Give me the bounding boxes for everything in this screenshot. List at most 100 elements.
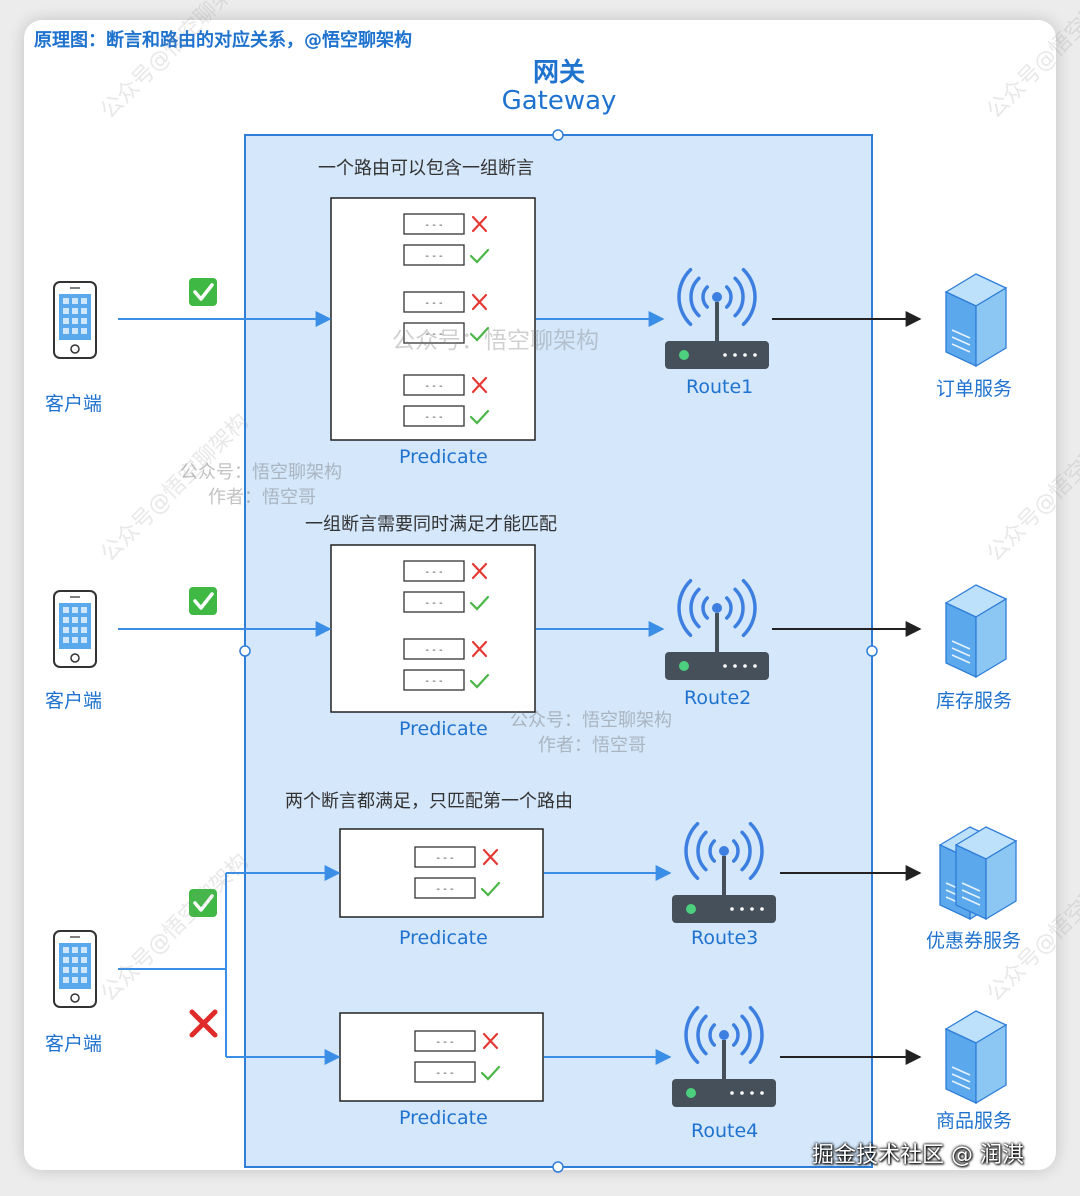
predicate2-label: Predicate: [399, 718, 488, 740]
smartphone-icon: [53, 930, 97, 1008]
green-check-badge-icon: [189, 889, 217, 917]
predicate3-label: Predicate: [399, 927, 488, 949]
cross-icon: [482, 848, 499, 866]
predicate-row-field: [403, 374, 465, 396]
server-icon: [938, 826, 1018, 921]
predicate-row: - - -: [403, 374, 488, 396]
predicate-row: - - -: [403, 244, 490, 266]
predicate-row: - - -: [403, 405, 490, 427]
connectors: [118, 311, 922, 1065]
predicate-row-placeholder: - - -: [436, 1037, 454, 1048]
route3-label: Route3: [691, 927, 759, 949]
check-icon: [480, 881, 501, 897]
predicate-row: - - -: [403, 669, 490, 691]
gateway-handle-bottom: [552, 1161, 564, 1173]
predicate-row-placeholder: - - -: [425, 329, 443, 340]
predicate-row-field: [403, 405, 465, 427]
router-icon: [665, 578, 769, 680]
check-icon: [469, 409, 490, 425]
service4-label: 商品服务: [936, 1110, 1013, 1132]
green-check-badge-icon: [189, 587, 217, 615]
gateway-handle-left: [239, 645, 251, 657]
watermark-block2-line1: 公众号：悟空聊架构: [510, 710, 672, 731]
predicate-row-field: [414, 877, 476, 899]
footer-watermark: 掘金技术社区 @ 润淇: [812, 1143, 1024, 1168]
cross-icon: [471, 215, 488, 233]
gateway-title-cn: 网关: [532, 58, 585, 88]
predicate-box-1: - - - - - - - - - - - - - - - - - -: [330, 197, 536, 441]
watermark-block1-line1: 公众号：悟空聊架构: [180, 462, 342, 483]
predicate-row: - - -: [414, 877, 501, 899]
predicate-row-placeholder: - - -: [436, 853, 454, 864]
predicate-row-placeholder: - - -: [425, 567, 443, 578]
gateway-handle-top: [552, 129, 564, 141]
check-icon: [480, 1065, 501, 1081]
predicate-row: - - -: [403, 322, 490, 344]
service2-label: 库存服务: [936, 690, 1013, 712]
predicate-row-field: [403, 213, 465, 235]
predicate-row-field: [403, 669, 465, 691]
red-cross-icon: [189, 1009, 218, 1038]
predicate-row-field: [403, 638, 465, 660]
predicate-row-placeholder: - - -: [425, 676, 443, 687]
note-section3: 两个断言都满足，只匹配第一个路由: [285, 791, 573, 812]
check-icon: [469, 673, 490, 689]
predicate-row-field: [403, 244, 465, 266]
predicate-row: - - -: [414, 846, 499, 868]
cross-icon: [471, 562, 488, 580]
note-section1: 一个路由可以包含一组断言: [318, 158, 534, 179]
predicate1-label: Predicate: [399, 446, 488, 468]
predicate-row-field: [403, 591, 465, 613]
watermark-block1-line2: 作者：悟空哥: [208, 487, 316, 508]
cross-icon: [471, 640, 488, 658]
predicate-row-field: [403, 291, 465, 313]
predicate-row-placeholder: - - -: [425, 412, 443, 423]
predicate-row-placeholder: - - -: [436, 884, 454, 895]
server-icon: [944, 1010, 1008, 1105]
predicate-box-2: - - - - - - - - - - - -: [330, 544, 536, 713]
check-icon: [469, 248, 490, 264]
predicate-row-placeholder: - - -: [425, 220, 443, 231]
predicate-row-field: [414, 1061, 476, 1083]
route2-label: Route2: [684, 687, 752, 709]
router-icon: [672, 1005, 776, 1107]
predicate-box-3: - - - - - -: [339, 828, 544, 918]
predicate-row-placeholder: - - -: [425, 381, 443, 392]
client2-label: 客户端: [45, 690, 103, 712]
predicate-row-placeholder: - - -: [425, 598, 443, 609]
green-check-badge-icon: [189, 278, 217, 306]
service1-label: 订单服务: [936, 378, 1013, 400]
route4-label: Route4: [691, 1120, 759, 1142]
predicate-row-field: [414, 846, 476, 868]
client3-label: 客户端: [45, 1033, 103, 1055]
diagram-caption: 原理图：断言和路由的对应关系，@悟空聊架构: [34, 30, 412, 51]
cross-icon: [482, 1032, 499, 1050]
route1-label: Route1: [686, 376, 754, 398]
service3-label: 优惠券服务: [926, 930, 1022, 952]
predicate-row-placeholder: - - -: [436, 1068, 454, 1079]
server-icon: [944, 273, 1008, 368]
check-icon: [469, 595, 490, 611]
cross-icon: [471, 376, 488, 394]
gateway-title-en: Gateway: [501, 86, 617, 116]
router-icon: [665, 267, 769, 369]
predicate-row-placeholder: - - -: [425, 298, 443, 309]
predicate-row: - - -: [403, 291, 488, 313]
predicate-row-placeholder: - - -: [425, 251, 443, 262]
predicate-row: - - -: [414, 1030, 499, 1052]
router-icon: [672, 821, 776, 923]
predicate4-label: Predicate: [399, 1107, 488, 1129]
predicate-row-field: [403, 560, 465, 582]
gateway-handle-right: [866, 645, 878, 657]
watermark-block2-line2: 作者：悟空哥: [538, 735, 646, 756]
predicate-row-field: [403, 322, 465, 344]
predicate-row-field: [414, 1030, 476, 1052]
cross-icon: [471, 293, 488, 311]
predicate-row: - - -: [403, 560, 488, 582]
watermark-center: 公众号：悟空聊架构: [392, 328, 599, 354]
check-icon: [469, 326, 490, 342]
predicate-box-4: - - - - - -: [339, 1012, 544, 1102]
predicate-row-placeholder: - - -: [425, 645, 443, 656]
